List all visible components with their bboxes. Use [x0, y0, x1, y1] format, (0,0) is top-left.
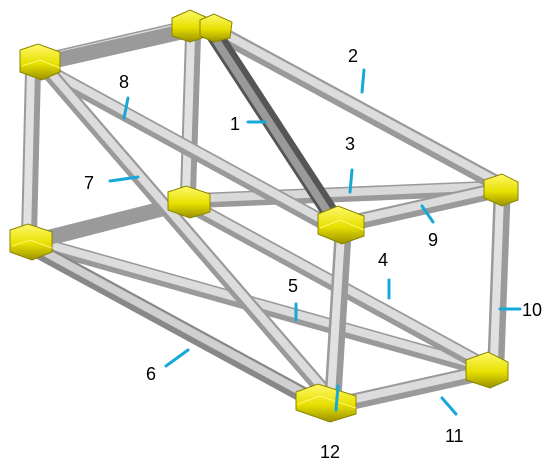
joint-mid-back [167, 185, 211, 219]
member-3-core [181, 182, 502, 203]
label-7: 7 [84, 173, 94, 193]
label-2: 2 [348, 46, 358, 66]
joint-right-top [483, 173, 519, 207]
member-labels: 1 2 3 4 5 6 7 8 9 10 11 12 [84, 46, 542, 462]
member-7-core [182, 32, 195, 198]
label-12: 12 [320, 442, 340, 462]
leader-12 [334, 384, 340, 412]
member-9-core [334, 184, 502, 228]
joint-top-left [19, 43, 61, 81]
label-5: 5 [288, 276, 298, 296]
leader-6 [164, 348, 190, 368]
label-3: 3 [345, 134, 355, 154]
member-left-back-vertical-core [23, 66, 35, 240]
leader-7 [108, 175, 140, 183]
leader-11 [440, 396, 458, 416]
leader-8 [122, 96, 130, 120]
member-8-core [41, 64, 334, 228]
joints [9, 9, 519, 423]
member-top-left [32, 22, 198, 72]
joint-right-bottom [465, 351, 509, 389]
label-8: 8 [119, 72, 129, 92]
joint-bottom-left [9, 223, 53, 261]
leader-9 [420, 204, 435, 224]
member-6-core [26, 240, 324, 406]
label-10: 10 [522, 300, 542, 320]
leader-lines [108, 68, 522, 416]
members [21, 19, 511, 412]
member-5-core [31, 237, 492, 372]
label-9: 9 [428, 230, 438, 250]
member-1-core [204, 24, 337, 224]
label-6: 6 [146, 364, 156, 384]
leader-3 [348, 168, 354, 194]
member-side-diagonal-core [41, 62, 332, 398]
joint-front-bottom [295, 383, 357, 423]
joint-front-top [317, 205, 365, 245]
member-10-core [490, 192, 504, 364]
member-12-core [327, 230, 345, 400]
leader-2 [360, 68, 366, 94]
label-1: 1 [230, 114, 240, 134]
member-2-core [206, 22, 502, 186]
label-11: 11 [445, 426, 464, 446]
label-4: 4 [378, 250, 388, 270]
joint-top-mid [199, 13, 233, 43]
member-11-core [338, 366, 489, 406]
